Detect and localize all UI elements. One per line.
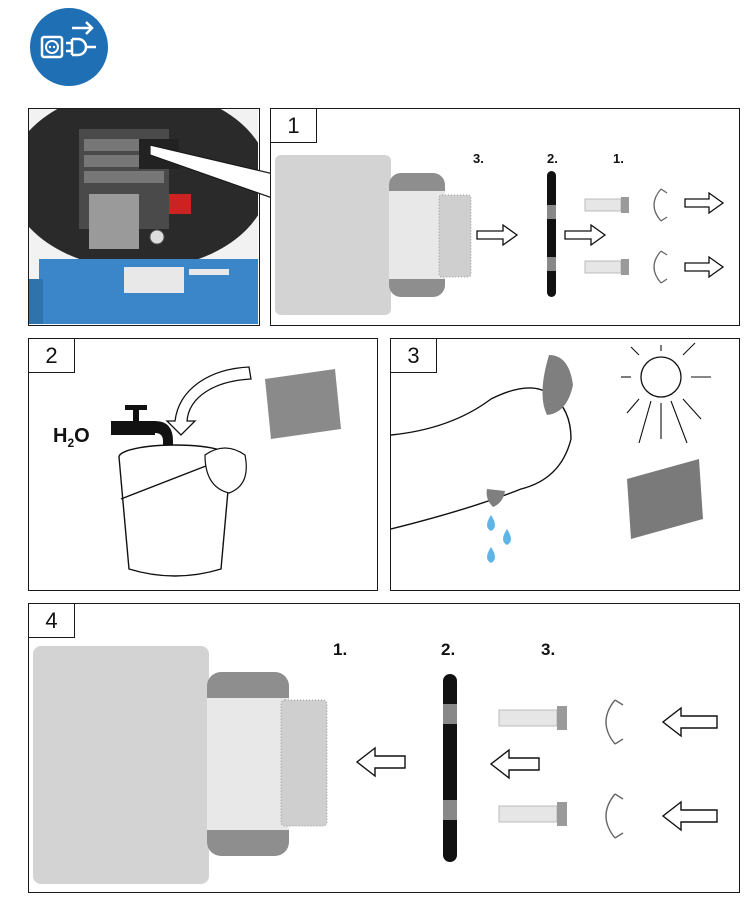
panel-number: 2 <box>29 339 75 373</box>
step-label-2: 2. <box>441 640 456 659</box>
panel-number: 1 <box>271 109 317 143</box>
panel-1-disassembly: 1 3. 2. 1. <box>270 108 740 326</box>
panel-4-reassembly: 4 1. 2. 3. <box>28 603 740 893</box>
panel-1-illustration <box>275 155 725 315</box>
step-label-3: 3. <box>473 151 484 166</box>
water-formula: H2O <box>53 425 90 450</box>
power-disconnect-icon <box>28 6 110 88</box>
panel-3-dry: 3 <box>390 338 740 591</box>
step-label-2: 2. <box>547 151 558 166</box>
panel-number: 3 <box>391 339 437 373</box>
step-label-1: 1. <box>333 640 348 659</box>
panel-3-illustration <box>391 342 711 563</box>
compressor-photo <box>28 108 260 326</box>
zoom-callout <box>150 144 279 200</box>
panel-number: 4 <box>29 604 75 638</box>
panel-2-illustration <box>111 366 341 577</box>
step-label-3: 3. <box>541 640 556 659</box>
panel-4-illustration <box>33 646 718 884</box>
step-label-1: 1. <box>613 151 624 166</box>
panel-2-wash: 2 H2O <box>28 338 378 591</box>
